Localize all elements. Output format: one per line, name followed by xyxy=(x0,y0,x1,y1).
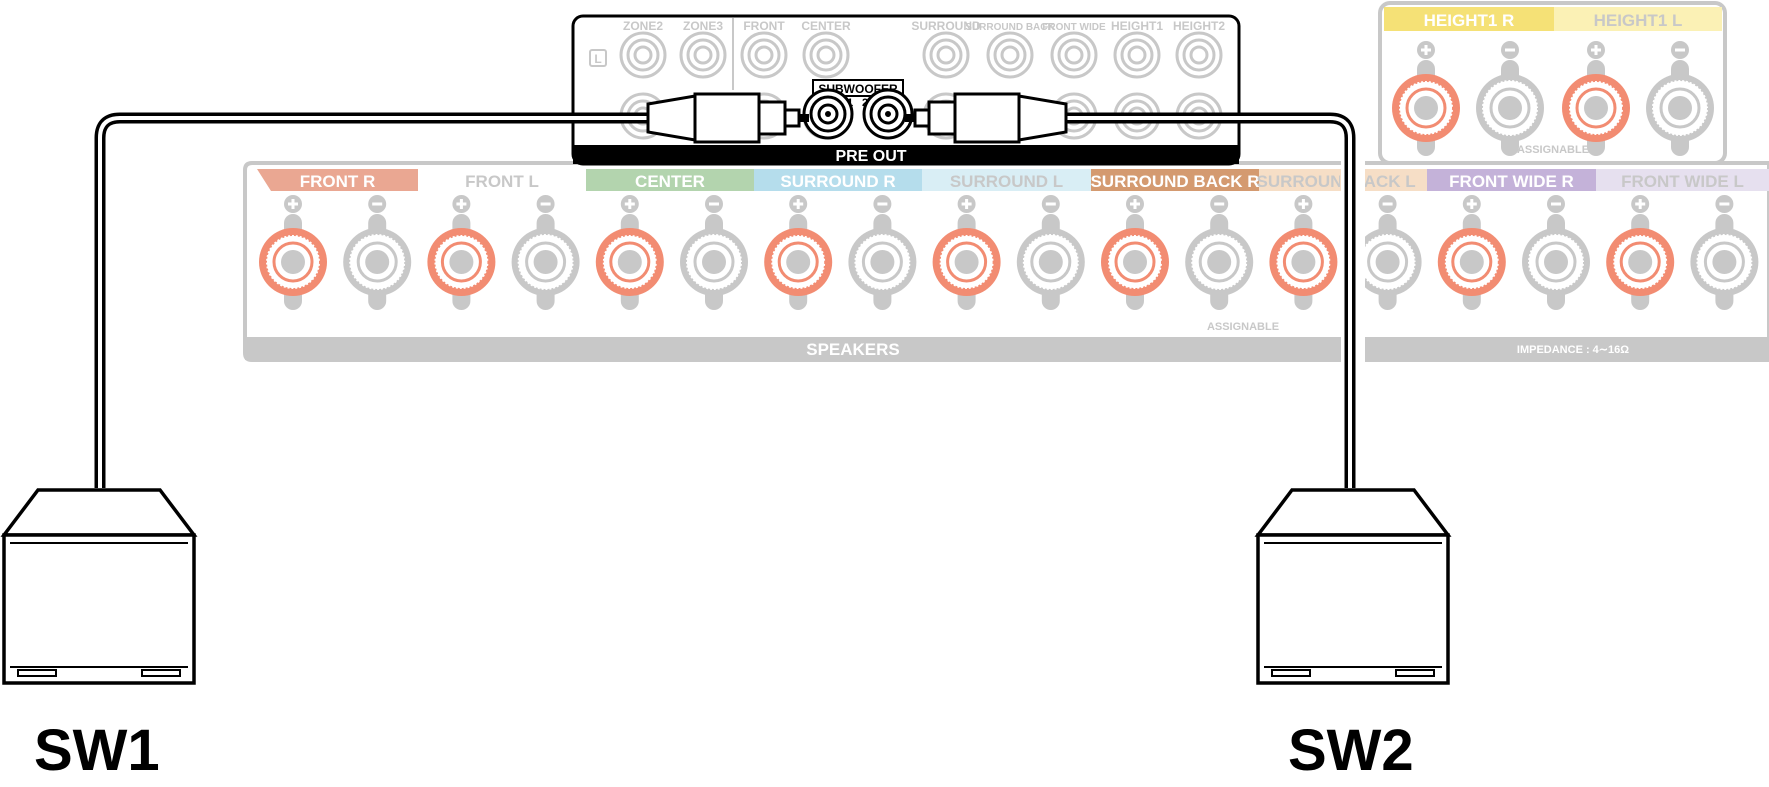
speaker-header-bg xyxy=(586,169,754,191)
subwoofer-sw2 xyxy=(1254,488,1452,685)
speakers-assignable-label: ASSIGNABLE xyxy=(1207,321,1279,333)
plus-icon xyxy=(284,195,302,213)
height1-r-label: HEIGHT1 R xyxy=(1424,11,1515,30)
rca-plug-sw2 xyxy=(905,92,1068,144)
speaker-header-bg xyxy=(1091,169,1259,191)
plus-icon xyxy=(452,195,471,213)
speaker-header-bg xyxy=(922,169,1091,191)
preout-jack[interactable] xyxy=(802,31,850,79)
minus-icon xyxy=(1041,195,1060,213)
speaker-header-label: CENTER xyxy=(635,172,705,191)
speaker-header-label: SURROUND L xyxy=(950,172,1063,191)
minus-icon xyxy=(1501,41,1519,59)
cable-sw2 xyxy=(1060,112,1356,488)
plus-icon xyxy=(1631,195,1650,213)
cable-sw1 xyxy=(94,112,660,488)
rca-plug-sw1 xyxy=(646,92,809,144)
height1-l-label: HEIGHT1 L xyxy=(1594,11,1683,30)
preout-jack[interactable] xyxy=(1050,31,1098,79)
minus-icon xyxy=(1715,195,1734,213)
preout-jack[interactable] xyxy=(679,31,727,79)
subwoofer-2-jack[interactable] xyxy=(862,88,914,140)
speaker-header-bg xyxy=(754,169,922,191)
plus-icon xyxy=(620,195,639,213)
sw1-label: SW1 xyxy=(34,718,160,783)
minus-icon xyxy=(1671,41,1689,59)
minus-icon xyxy=(873,195,892,213)
plus-icon xyxy=(1462,195,1481,213)
height-assignable-label: ASSIGNABLE xyxy=(1517,144,1589,156)
preout-label: FRONT WIDE xyxy=(1042,22,1106,33)
speaker-header-label: SURROUND R xyxy=(780,172,895,191)
plus-icon xyxy=(1294,195,1313,213)
speaker-header-bg xyxy=(1427,169,1596,191)
speaker-header-label: FRONT R xyxy=(300,172,376,191)
speaker-header-label: FRONT WIDE L xyxy=(1621,172,1744,191)
preout-jack[interactable] xyxy=(1175,31,1223,79)
height1-r-header xyxy=(1384,7,1554,31)
preout-label: HEIGHT2 xyxy=(1173,19,1225,33)
preout-label: HEIGHT1 xyxy=(1111,19,1163,33)
plus-icon xyxy=(1587,41,1605,59)
preout-label: ZONE2 xyxy=(623,19,663,33)
preout-jack[interactable] xyxy=(740,31,788,79)
minus-icon xyxy=(368,195,387,213)
speakers-panel: FRONT R FRONT L CENTER SURROUND R SURROUND L… xyxy=(243,160,1769,365)
preout-title: PRE OUT xyxy=(835,148,906,165)
subwoofer-1-jack[interactable] xyxy=(802,88,854,140)
minus-icon xyxy=(1547,195,1565,213)
plus-icon xyxy=(1417,41,1435,59)
plus-icon xyxy=(1126,195,1144,213)
preout-jack[interactable] xyxy=(922,31,970,79)
speaker-header-bg xyxy=(1596,169,1769,191)
preout-label: ZONE3 xyxy=(683,19,723,33)
preout-l-marker: L xyxy=(594,52,601,66)
sw2-label: SW2 xyxy=(1288,718,1414,783)
speaker-header-label: FRONT L xyxy=(465,172,539,191)
minus-icon xyxy=(1378,195,1397,213)
preout-label: CENTER xyxy=(801,19,851,33)
speaker-header-label: FRONT WIDE R xyxy=(1449,172,1574,191)
speaker-header-label: SURROUN xyxy=(1257,172,1343,191)
speaker-header-label: SURROUND BACK R xyxy=(1090,172,1259,191)
speaker-header-label: BACK L xyxy=(1351,172,1415,191)
height1-l-header xyxy=(1554,7,1722,31)
plus-icon xyxy=(957,195,976,213)
preout-jack[interactable] xyxy=(986,31,1034,79)
speaker-header-bg xyxy=(418,169,586,191)
preout-jack[interactable] xyxy=(1113,31,1161,79)
plus-icon xyxy=(789,195,808,213)
subwoofer-sw1 xyxy=(0,488,198,685)
impedance-label: IMPEDANCE : 4∼16Ω xyxy=(1517,344,1629,356)
preout-jack[interactable] xyxy=(619,31,667,79)
preout-label: FRONT xyxy=(743,19,785,33)
minus-icon xyxy=(536,195,555,213)
speaker-header-bg xyxy=(257,169,418,191)
preout-label: SURROUND xyxy=(911,19,981,33)
height-panel: HEIGHT1 R HEIGHT1 L ASSIGNABLE xyxy=(1378,1,1727,165)
minus-icon xyxy=(1210,195,1229,213)
speakers-footer-label: SPEAKERS xyxy=(806,340,900,359)
preout-panel: L ZONE2 ZONE3 FRONT CENTER SURROUNDSURROUND … xyxy=(571,14,1241,166)
speaker-header-bg xyxy=(1259,169,1340,191)
preout-label: SURROUND BACK xyxy=(965,22,1055,33)
minus-icon xyxy=(705,195,723,213)
